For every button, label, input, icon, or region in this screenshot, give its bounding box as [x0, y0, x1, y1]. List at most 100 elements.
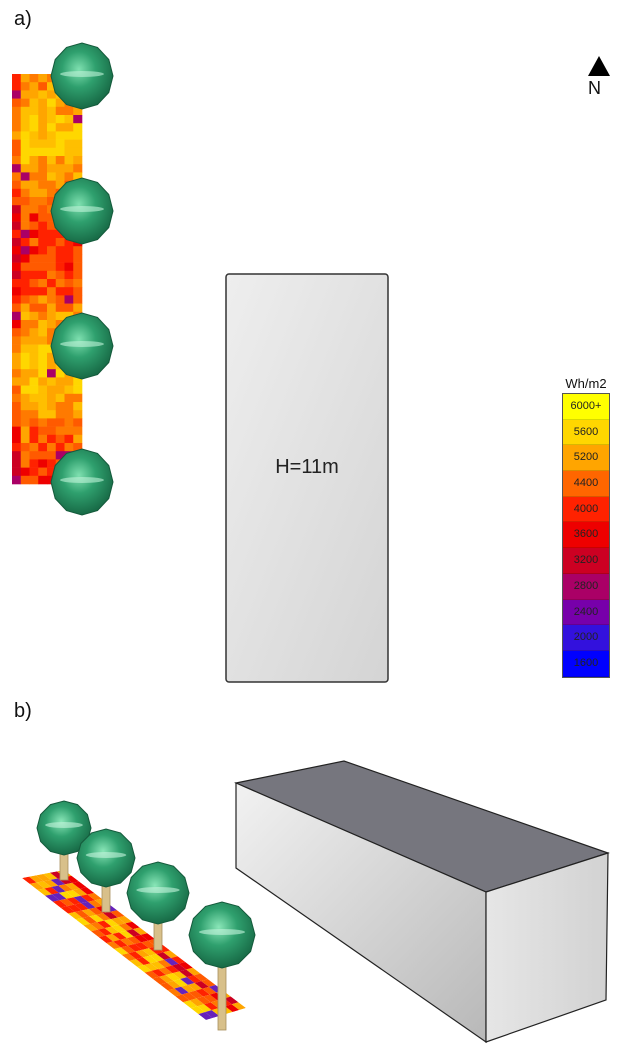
heatmap-cell — [38, 303, 48, 313]
heatmap-cell — [47, 402, 57, 411]
heatmap-cell — [51, 892, 67, 901]
heatmap-cell — [47, 459, 57, 468]
legend-unit: Wh/m2 — [565, 376, 607, 391]
heatmap-cell — [12, 270, 22, 280]
heatmap-cell — [20, 213, 30, 222]
heatmap-cell — [20, 426, 30, 436]
heatmap-cell — [38, 139, 48, 149]
heatmap-cell — [140, 933, 155, 941]
heatmap-cell — [73, 106, 83, 116]
heatmap-cell — [47, 451, 57, 460]
heatmap-cell — [29, 98, 39, 108]
heatmap-cell — [188, 990, 204, 999]
heatmap-cell — [50, 878, 66, 886]
heatmap-cell — [47, 320, 57, 329]
heatmap-cell — [47, 180, 57, 190]
heatmap-cell — [194, 981, 209, 989]
heatmap-cell — [38, 320, 48, 329]
heatmap-cell — [47, 123, 57, 132]
heatmap-cell — [12, 320, 22, 329]
heatmap-cell — [36, 874, 51, 882]
heatmap-cell — [73, 172, 83, 181]
heatmap-cell — [38, 295, 48, 304]
heatmap-cell — [12, 90, 22, 99]
heatmap-cell — [198, 1012, 213, 1020]
heatmap-cell — [81, 901, 96, 909]
heatmap-cell — [64, 106, 74, 116]
heatmap-cell — [20, 418, 30, 427]
heatmap-cell — [38, 377, 48, 386]
heatmap-cell — [72, 881, 87, 889]
heatmap-cell — [38, 115, 48, 124]
heatmap-cell — [170, 956, 186, 964]
heatmap-cell — [20, 205, 30, 214]
heatmap-cell — [29, 344, 39, 354]
heatmap-cell — [180, 977, 195, 985]
heatmap-cell — [29, 262, 39, 272]
heatmap-cell — [20, 115, 30, 124]
heatmap-cell — [55, 410, 65, 419]
heatmap-cell — [47, 221, 57, 231]
heatmap-cell — [38, 328, 48, 337]
heatmap-cell — [88, 900, 103, 908]
heatmap-cell — [20, 328, 30, 337]
heatmap-cell — [47, 238, 57, 247]
heatmap-cell — [103, 911, 118, 920]
heatmap-cell — [12, 369, 22, 378]
heatmap-cell — [73, 377, 83, 386]
heatmap-cell — [158, 967, 173, 975]
heatmap-cell — [29, 287, 39, 296]
heatmap-cell — [29, 131, 39, 140]
heatmap-cell — [12, 393, 22, 403]
heatmap-cell — [55, 172, 65, 181]
heatmap-cell — [47, 410, 57, 419]
heatmap-cell — [152, 976, 167, 985]
heatmap-cell — [47, 115, 57, 124]
heatmap-cell — [55, 279, 65, 288]
heatmap-cell — [20, 352, 30, 362]
heatmap-cell — [38, 311, 48, 321]
heatmap-cell — [12, 229, 22, 239]
heatmap-cell — [20, 459, 30, 468]
heatmap-cell — [12, 475, 22, 485]
heatmap-cell — [29, 328, 39, 337]
heatmap-cell — [29, 156, 39, 165]
heatmap-cell — [110, 910, 125, 918]
heatmap-cell — [114, 947, 129, 955]
heatmap-cell — [47, 90, 57, 99]
heatmap-cell — [143, 963, 159, 971]
tree-canopy — [50, 177, 114, 245]
legend-bin: 4400 — [563, 471, 609, 497]
heatmap-cell — [20, 262, 30, 272]
heatmap-cell — [20, 434, 30, 444]
heatmap-cell — [231, 1002, 246, 1010]
heatmap-cell — [47, 106, 57, 116]
heatmap-cell — [202, 986, 217, 995]
heatmap-cell — [64, 164, 74, 173]
heatmap-cell — [106, 941, 121, 949]
heatmap-cell — [29, 459, 39, 468]
heatmap-cell — [38, 221, 48, 231]
heatmap-cell — [149, 953, 165, 962]
heatmap-cell — [47, 377, 57, 386]
heatmap-cell — [55, 254, 65, 263]
heatmap-cell — [47, 311, 57, 321]
heatmap-cell — [55, 270, 65, 280]
heatmap-cell — [12, 459, 22, 468]
heatmap-cell — [20, 402, 30, 411]
heatmap-cell — [203, 994, 218, 1003]
heatmap-cell — [97, 920, 112, 929]
heatmap-cell — [64, 410, 74, 419]
heatmap-cell — [55, 385, 65, 395]
heatmap-cell — [205, 1010, 220, 1018]
heatmap-cell — [141, 940, 156, 949]
heatmap-cell — [29, 451, 39, 460]
heatmap-cell — [12, 180, 22, 190]
heatmap-cell — [12, 311, 22, 321]
heatmap-cell — [12, 279, 22, 288]
heatmap-cell — [65, 890, 81, 898]
heatmap-cell — [183, 1000, 198, 1009]
heatmap-cell — [12, 410, 22, 419]
heatmap-cell — [20, 246, 30, 255]
heatmap-cell — [96, 913, 111, 921]
